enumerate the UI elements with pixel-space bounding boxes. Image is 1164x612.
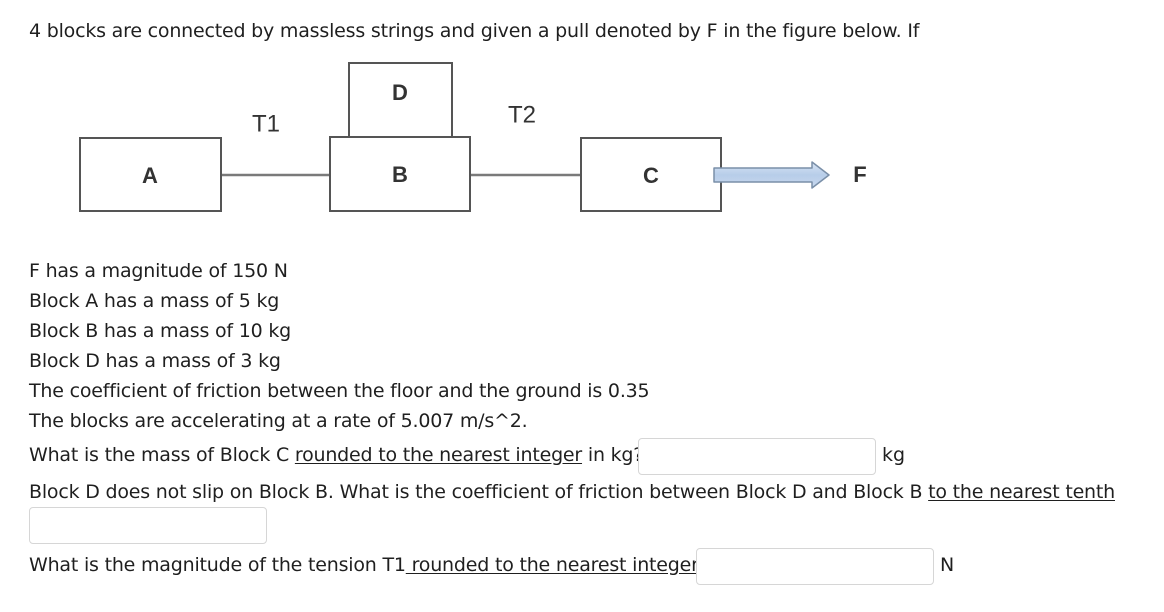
question-tension-t1-prefix: What is the magnitude of the tension T1 [29,554,406,576]
block-c-label: C [643,163,659,188]
block-d [348,62,453,138]
given-force: F has a magnitude of 150 N [29,260,288,282]
question-friction-db-underlined: to the nearest tenth [928,481,1115,503]
unit-kg: kg [882,444,906,466]
given-mass-d: Block D has a mass of 3 kg [29,350,281,372]
question-mass-c-prefix: What is the mass of Block C [29,444,295,466]
given-friction-floor: The coefficient of friction between the … [29,380,650,402]
block-d-label: D [392,80,408,105]
block-b [329,136,471,212]
blocks-diagram: A B D C T1 T2 F [79,62,867,212]
force-f-label: F [853,162,866,187]
question-tension-t1-underlined: rounded to the nearest integer [405,554,699,576]
question-mass-c-underlined: rounded to the nearest integer [294,444,583,466]
given-acceleration: The blocks are accelerating at a rate of… [29,410,528,432]
answer-mass-c-input[interactable] [638,438,876,475]
question-mass-c-suffix: in kg? [582,444,644,466]
question-friction-db: Block D does not slip on Block B. What i… [29,481,1115,503]
question-mass-c: What is the mass of Block C rounded to t… [29,444,643,466]
answer-friction-db-input[interactable] [29,507,267,544]
question-tension-t1: What is the magnitude of the tension T1 … [29,554,709,576]
force-arrow-icon [713,161,830,189]
question-friction-db-prefix: Block D does not slip on Block B. What i… [29,481,929,503]
given-mass-a: Block A has a mass of 5 kg [29,290,280,312]
answer-tension-t1-input[interactable] [696,548,934,585]
block-c [580,137,722,212]
tension-t1-label: T1 [252,110,280,137]
problem-intro: 4 blocks are connected by massless strin… [29,20,920,42]
tension-t2-label: T2 [508,101,536,128]
unit-newtons: N [940,554,955,576]
block-b-label: B [392,162,408,187]
given-mass-b: Block B has a mass of 10 kg [29,320,292,342]
block-a [79,137,222,212]
block-a-label: A [142,163,158,188]
